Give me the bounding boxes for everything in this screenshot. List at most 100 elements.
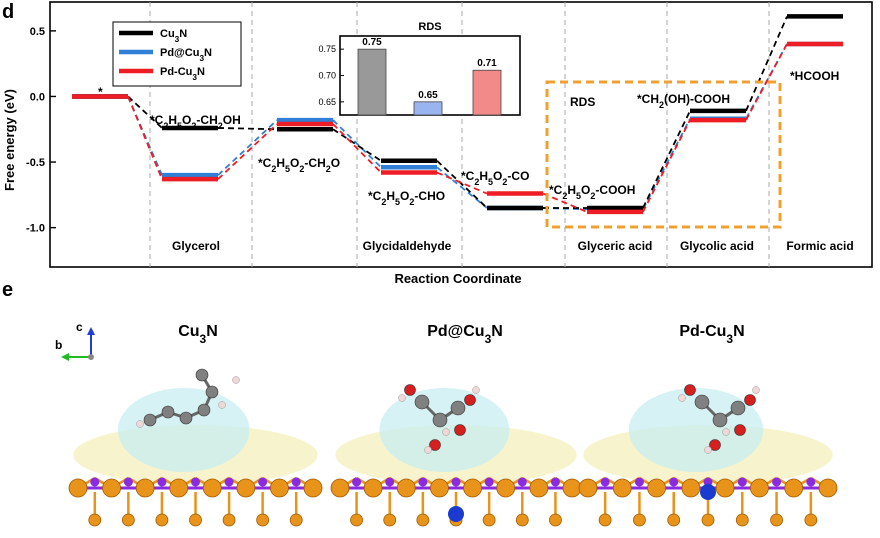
cu-atom	[68, 478, 88, 498]
n-atom	[600, 477, 610, 487]
series-connector	[332, 123, 382, 174]
cu-atom	[578, 478, 598, 498]
cu-atom	[155, 513, 169, 527]
o-atom	[429, 439, 441, 451]
series-connector	[436, 166, 488, 209]
cu-atom	[784, 478, 804, 498]
cu-atom	[681, 478, 701, 498]
series-connector	[436, 171, 488, 195]
n-atom	[385, 477, 395, 487]
inset-bar	[413, 101, 443, 116]
c-atom	[432, 412, 448, 428]
c-atom	[197, 403, 211, 417]
c-atom	[143, 413, 157, 427]
c-atom	[730, 400, 746, 416]
cu-atom	[350, 513, 363, 527]
series-connector	[642, 119, 691, 213]
series-connector	[436, 160, 488, 209]
pd-atom	[700, 484, 716, 500]
n-atom	[224, 477, 234, 487]
cu-atom	[549, 513, 562, 527]
cu-atom	[222, 513, 236, 527]
cu-atom	[818, 478, 838, 498]
y-axis-title: Free energy (eV)	[2, 89, 17, 191]
series-connector	[217, 127, 278, 131]
o-atom	[464, 394, 476, 406]
charge-density-isosurface	[117, 388, 250, 472]
o-atom	[709, 439, 721, 451]
c-axis-arrowhead	[87, 327, 95, 335]
legend-label: Cu3N	[160, 28, 187, 44]
species-label: *C2H5O2-CO	[461, 169, 529, 187]
inset-y-tick-label: 0.75	[318, 44, 336, 54]
b-axis-label: b	[55, 338, 62, 352]
panel-letter-e: e	[2, 279, 13, 301]
cu-atom	[256, 513, 270, 527]
series-connector	[217, 119, 278, 176]
cu-atom	[667, 513, 681, 527]
rds-highlight-box	[545, 80, 782, 229]
cu-atom	[430, 478, 449, 498]
region-label: Formic acid	[786, 239, 853, 253]
c-axis-label: c	[76, 320, 83, 334]
plot-frame	[49, 1, 873, 268]
n-atom	[806, 477, 816, 487]
n-atom	[634, 477, 644, 487]
n-atom	[157, 477, 167, 487]
rds-box-label: RDS	[570, 95, 595, 109]
axes-origin	[88, 354, 94, 360]
cu-atom	[735, 513, 749, 527]
cu-atom	[515, 513, 529, 527]
h-atom	[472, 386, 480, 394]
legend-label: Pd-Cu3N	[160, 66, 205, 82]
c-atom	[179, 411, 193, 425]
cu-atom	[202, 478, 222, 498]
cu-atom	[750, 478, 769, 498]
x-axis-title: Reaction Coordinate	[394, 271, 521, 286]
region-label: Glycolic acid	[680, 239, 754, 253]
series-connector	[127, 96, 163, 180]
h-atom	[232, 376, 240, 384]
region-label: Glycerol	[172, 239, 220, 253]
species-label: *CH2(OH)-COOH	[637, 92, 730, 110]
o-atom	[744, 394, 756, 406]
cu-atom	[562, 478, 582, 498]
species-label: *C2H5O2-COOH	[549, 183, 635, 201]
cu-atom	[612, 478, 632, 498]
cu-atom	[482, 513, 496, 527]
series-connector	[745, 16, 788, 112]
cu-atom	[289, 513, 303, 527]
n-atom	[352, 477, 362, 487]
h-atom	[704, 446, 712, 454]
c-atom	[712, 412, 728, 428]
series-connector	[642, 110, 691, 209]
o-atom	[454, 424, 466, 436]
inset-bar-value: 0.75	[362, 37, 382, 48]
cu-atom	[633, 513, 646, 527]
cu-atom	[88, 513, 102, 527]
h-atom	[136, 420, 144, 428]
inset-title: RDS	[418, 21, 441, 33]
cu-atom	[363, 478, 383, 498]
cu-atom	[383, 513, 397, 527]
n-atom	[737, 477, 747, 487]
structure-title: Pd@Cu3N	[427, 323, 503, 346]
b-axis-arrowhead	[61, 353, 69, 361]
cu-atom	[303, 478, 323, 498]
n-atom	[291, 477, 301, 487]
cu-atom	[135, 478, 155, 498]
cu-atom	[463, 478, 482, 498]
species-label: *C2H5O2-CH2O	[258, 156, 340, 174]
inset-bar-value: 0.65	[418, 90, 438, 101]
o-atom	[734, 424, 746, 436]
n-atom	[484, 477, 494, 487]
cu-atom	[804, 513, 818, 527]
n-atom	[451, 477, 461, 487]
structure-pd-at-cu3n	[330, 384, 582, 527]
y-axis-ticks: 0.50.0-0.5-1.0	[26, 26, 56, 235]
h-atom	[424, 446, 432, 454]
